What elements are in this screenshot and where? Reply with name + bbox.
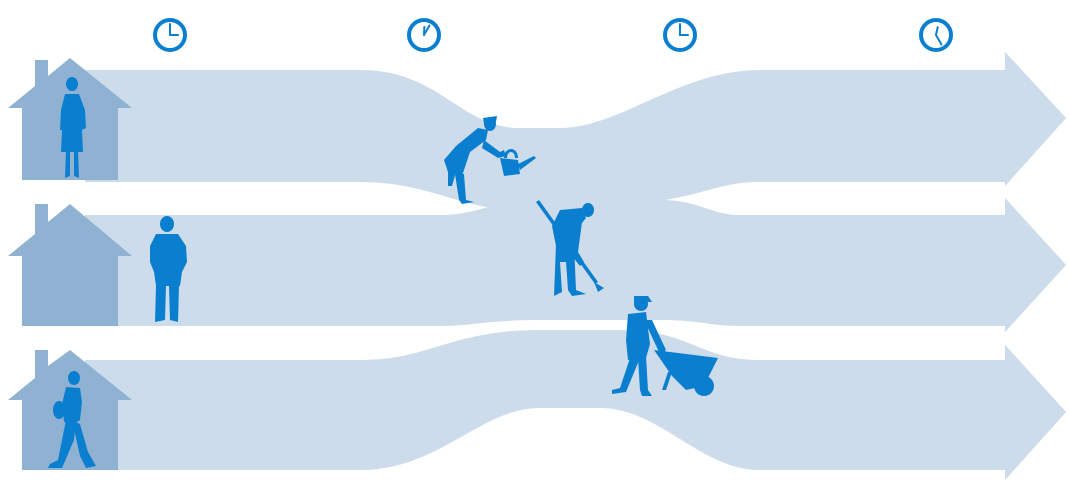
streams-group bbox=[85, 52, 1066, 480]
arrowhead-icon bbox=[1005, 345, 1066, 480]
clocks-group bbox=[155, 20, 951, 50]
arrowheads-group bbox=[1005, 52, 1066, 480]
arrowhead-icon bbox=[1005, 52, 1066, 186]
clock-icon bbox=[665, 20, 695, 50]
stream-top bbox=[85, 52, 1066, 210]
arrowhead-icon bbox=[1005, 198, 1066, 332]
stream-bottom bbox=[85, 330, 1066, 480]
clock-icon bbox=[155, 20, 185, 50]
clock-icon bbox=[409, 20, 439, 50]
clock-icon bbox=[921, 20, 951, 50]
